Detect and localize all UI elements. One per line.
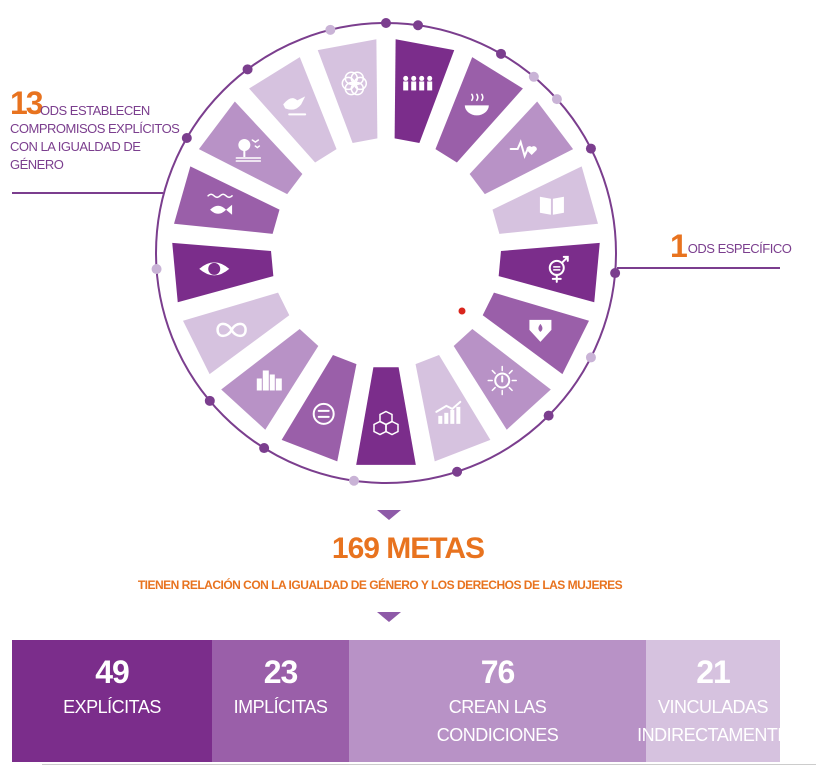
sdg-segment-12 (183, 292, 290, 375)
sdg-segment-5 (498, 242, 600, 303)
down-arrow-icon (377, 510, 401, 520)
sdg-segment-1 (394, 39, 455, 143)
ring-dot (452, 466, 463, 477)
city-buildings-icon (256, 370, 282, 391)
metas-breakdown-bar: 49 EXPLÍCITAS 23 IMPLÍCITAS 76 CREAN LAS… (12, 640, 789, 762)
left-annotation-text: COMPROMISOS EXPLÍCITOS CON LA IGUALDAD D… (10, 121, 180, 172)
divider-line (42, 764, 816, 765)
ring-dot (413, 20, 424, 31)
segment-value: 49 (95, 654, 130, 690)
segment-label: EXPLÍCITAS (63, 697, 161, 717)
book-icon (539, 196, 564, 215)
sdg-segment-10 (281, 355, 357, 462)
sdg-segment-9 (356, 367, 416, 465)
cubes-icon (373, 410, 399, 436)
right-annotation-number: 1 (670, 228, 688, 264)
metas-subtitle: TIENEN RELACIÓN CON LA IGUALDAD DE GÉNER… (137, 578, 623, 592)
heartbeat-icon (509, 139, 537, 160)
left-annotation-first-line: ODS ESTABLECEN (40, 103, 150, 118)
segment-label: CREAN LAS (448, 697, 547, 717)
sdg-segment-17 (317, 39, 378, 143)
ring-dot (610, 268, 621, 279)
infinity-icon (216, 322, 247, 338)
segment-value: 21 (696, 654, 731, 690)
family-icon (403, 75, 433, 91)
growth-chart-icon (435, 400, 462, 424)
sdg-segment-11 (221, 328, 319, 430)
breakdown-segment-indirect: 21 VINCULADAS INDIRECTAMENTE (637, 640, 789, 762)
tree-birds-icon (235, 139, 262, 162)
ring-dot (181, 133, 192, 143)
ring-dot (348, 475, 359, 486)
sdg-wheel (12, 18, 780, 486)
water-drop-icon (529, 319, 552, 342)
globe-eye-icon (199, 262, 230, 276)
sdg-segment-16 (249, 57, 337, 163)
ring-dot (528, 71, 539, 82)
fish-waves-icon (207, 193, 233, 215)
sdg-segment-14 (174, 166, 280, 234)
ring-dot (325, 24, 336, 35)
segment-value: 76 (480, 654, 516, 690)
segment-label: CONDICIONES (436, 725, 559, 745)
left-annotation: 13 ODS ESTABLECEN COMPROMISOS EXPLÍCITOS… (10, 85, 190, 172)
ring-dot (204, 395, 215, 406)
sdg-segment-15 (198, 101, 303, 195)
ring-dot (151, 264, 162, 275)
ring-dot (242, 64, 253, 75)
ring-dot (259, 443, 270, 454)
flower-rings-icon (341, 71, 368, 96)
sun-power-icon (487, 365, 517, 396)
segment-label: INDIRECTAMENTE (637, 725, 789, 745)
gender-symbol-icon (548, 255, 569, 283)
ring-dot (381, 18, 391, 28)
ring-dot (585, 352, 596, 363)
ring-dot (551, 94, 562, 105)
segment-label: VINCULADAS (657, 697, 769, 717)
segment-label: IMPLÍCITAS (233, 697, 328, 717)
down-arrow-icon (377, 612, 401, 622)
right-annotation-text: ODS ESPECÍFICO (687, 241, 792, 256)
ring-dot (496, 48, 506, 59)
left-annotation-number: 13 (10, 85, 44, 121)
equal-circle-icon (312, 402, 335, 425)
ring-dot (585, 143, 596, 154)
center-red-dot (458, 307, 466, 315)
metas-title: 169 METAS (331, 532, 485, 565)
bowl-icon (464, 93, 489, 116)
breakdown-segment-implicit: 23 IMPLÍCITAS (212, 640, 349, 762)
segment-value: 23 (263, 654, 299, 690)
breakdown-segment-explicit: 49 EXPLÍCITAS (12, 640, 212, 762)
breakdown-segment-conditions: 76 CREAN LAS CONDICIONES (349, 640, 646, 762)
ring-dot (543, 410, 554, 421)
dove-icon (283, 96, 307, 116)
